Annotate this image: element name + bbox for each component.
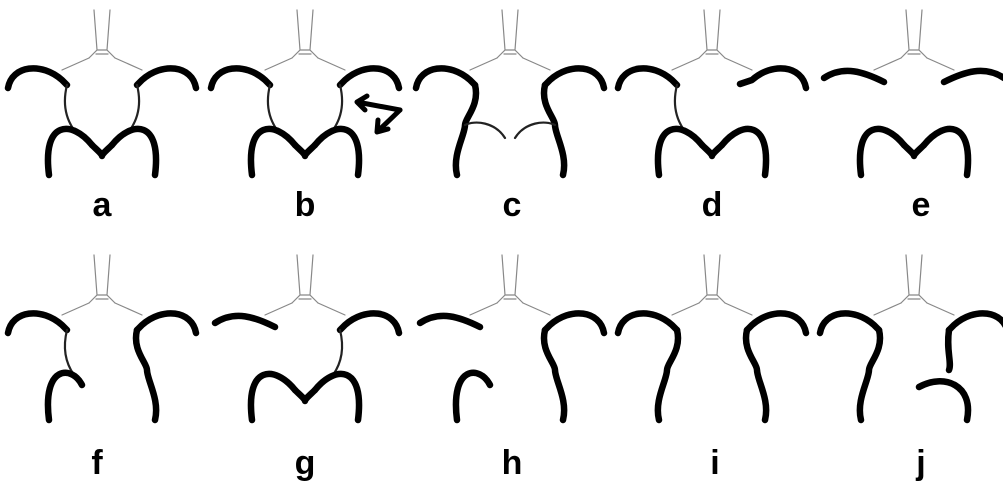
panel-e: [820, 9, 1003, 175]
panel-b: [211, 9, 403, 175]
panel-f: [8, 254, 196, 424]
panel-c: [416, 9, 604, 175]
panel-a: [8, 9, 196, 175]
panel-i: [618, 254, 806, 420]
panel-label-b: b: [295, 186, 316, 224]
panel-g: [211, 254, 399, 420]
panel-label-c: c: [503, 186, 522, 224]
panel-label-a: a: [93, 186, 113, 224]
panel-label-g: g: [295, 444, 316, 482]
panel-label-f: f: [91, 444, 103, 482]
panel-label-e: e: [912, 186, 931, 224]
panel-label-i: i: [710, 444, 719, 482]
panel-d: [618, 9, 810, 175]
panel-h: [416, 254, 604, 424]
panel-label-j: j: [915, 444, 925, 482]
panel-j: [820, 254, 1003, 424]
panel-label-h: h: [502, 444, 523, 482]
panel-label-d: d: [702, 186, 723, 224]
arrow-icon: [354, 93, 403, 135]
